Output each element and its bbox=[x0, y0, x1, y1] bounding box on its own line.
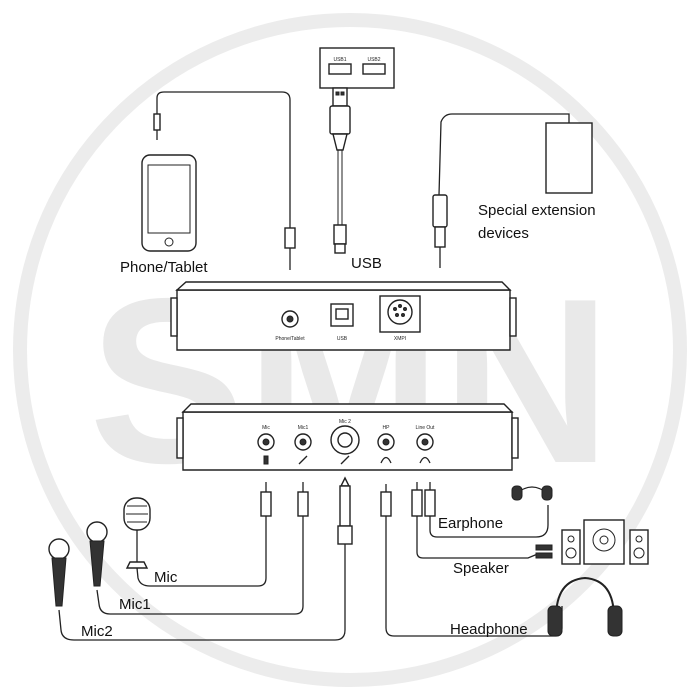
front-panel: Mic Mic1 Mic 2 HP Line Out bbox=[176, 403, 519, 471]
microphone-icon bbox=[48, 538, 70, 607]
cables bbox=[58, 505, 563, 641]
earphone-icon bbox=[511, 485, 553, 501]
usb-cable bbox=[329, 87, 351, 254]
special-extension-label-line2: devices bbox=[478, 225, 529, 242]
usb-hub-port1-label: USB1 bbox=[333, 57, 346, 63]
microphone-icon bbox=[123, 497, 151, 569]
front-mic1-label: Mic1 bbox=[298, 425, 309, 431]
rear-usb-label: USB bbox=[337, 336, 348, 342]
microphone-icon bbox=[340, 455, 350, 465]
usb-hub-port2-label: USB2 bbox=[367, 57, 380, 63]
special-extension-device bbox=[432, 113, 593, 268]
phone-icon bbox=[141, 154, 197, 252]
earphone-label: Earphone bbox=[438, 515, 503, 532]
phone-tablet-label: Phone/Tablet bbox=[120, 259, 208, 276]
headphone-icon bbox=[547, 576, 623, 637]
front-lineout-label: Line Out bbox=[416, 425, 436, 431]
front-mic2-label: Mic 2 bbox=[339, 419, 351, 425]
front-mic-label: Mic bbox=[262, 425, 270, 431]
rear-phone-tablet-label: Phone/Tablet bbox=[275, 336, 305, 342]
mic-label: Mic bbox=[154, 569, 178, 586]
mic1-label: Mic1 bbox=[119, 596, 151, 613]
front-hp-label: HP bbox=[383, 425, 391, 431]
special-extension-label-line1: Special extension bbox=[478, 202, 596, 219]
microphone-icon bbox=[298, 455, 308, 465]
earphone-icon bbox=[419, 456, 431, 464]
speaker-label: Speaker bbox=[453, 560, 509, 577]
usb-label: USB bbox=[351, 255, 382, 272]
headphone-label: Headphone bbox=[450, 621, 528, 638]
phone-cable bbox=[153, 91, 296, 270]
speaker-icon bbox=[535, 519, 649, 565]
usb-hub: USB1 USB2 bbox=[319, 47, 395, 89]
rear-xmpi-label: XMPI bbox=[394, 336, 406, 342]
headphone-icon bbox=[380, 456, 392, 464]
mic2-label: Mic2 bbox=[81, 623, 113, 640]
microphone-icon bbox=[263, 455, 269, 465]
rear-panel: Phone/Tablet USB XMPI bbox=[170, 281, 517, 351]
microphone-icon bbox=[86, 521, 108, 587]
